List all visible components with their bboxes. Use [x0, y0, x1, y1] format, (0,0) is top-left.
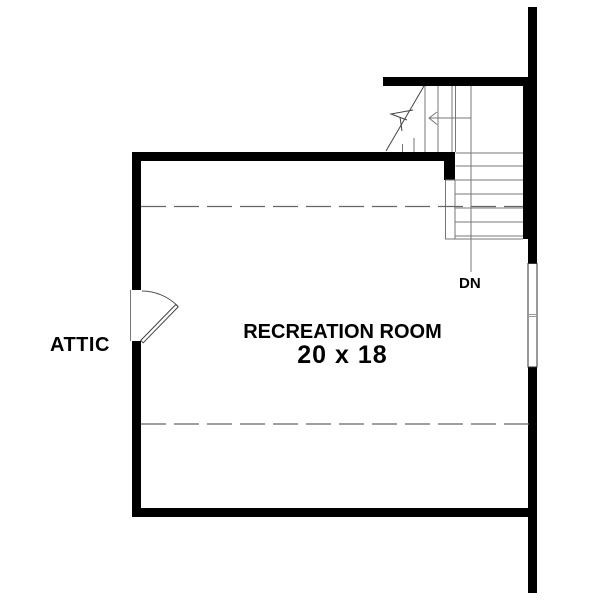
- stair-break-line: [385, 85, 425, 152]
- wall-right-upper: [528, 7, 537, 85]
- stair-rail: [445, 179, 456, 240]
- stair-break-zigzag-icon: [389, 109, 414, 132]
- door-leaf: [140, 303, 179, 344]
- attic-label: ATTIC: [50, 334, 110, 356]
- wall-stair-stub: [444, 161, 455, 180]
- stair-treads-upper-flight: [402, 86, 456, 152]
- stair-down-label: DN: [459, 275, 481, 292]
- stair-treads-lower-flight: [446, 152, 523, 240]
- wall-right-middle: [528, 239, 537, 264]
- wall-room-bottom: [132, 508, 528, 517]
- room-title: RECREATION ROOM 20 x 18: [230, 321, 455, 369]
- wall-left-below-door: [132, 341, 141, 517]
- room-dimensions-label: 20 x 18: [297, 341, 388, 369]
- wall-right-lower: [528, 367, 537, 593]
- door-swing-arc: [141, 290, 178, 307]
- room-name-label: RECREATION ROOM: [243, 321, 442, 343]
- wall-right-stair-section: [523, 85, 537, 239]
- stair-down-arrow-icon: [428, 86, 472, 272]
- wall-left-above-door: [132, 152, 141, 290]
- wall-stairwell-top: [383, 77, 537, 86]
- window-right-wall: [527, 263, 538, 368]
- window-meeting-rail: [528, 314, 537, 317]
- wall-room-top: [132, 152, 455, 161]
